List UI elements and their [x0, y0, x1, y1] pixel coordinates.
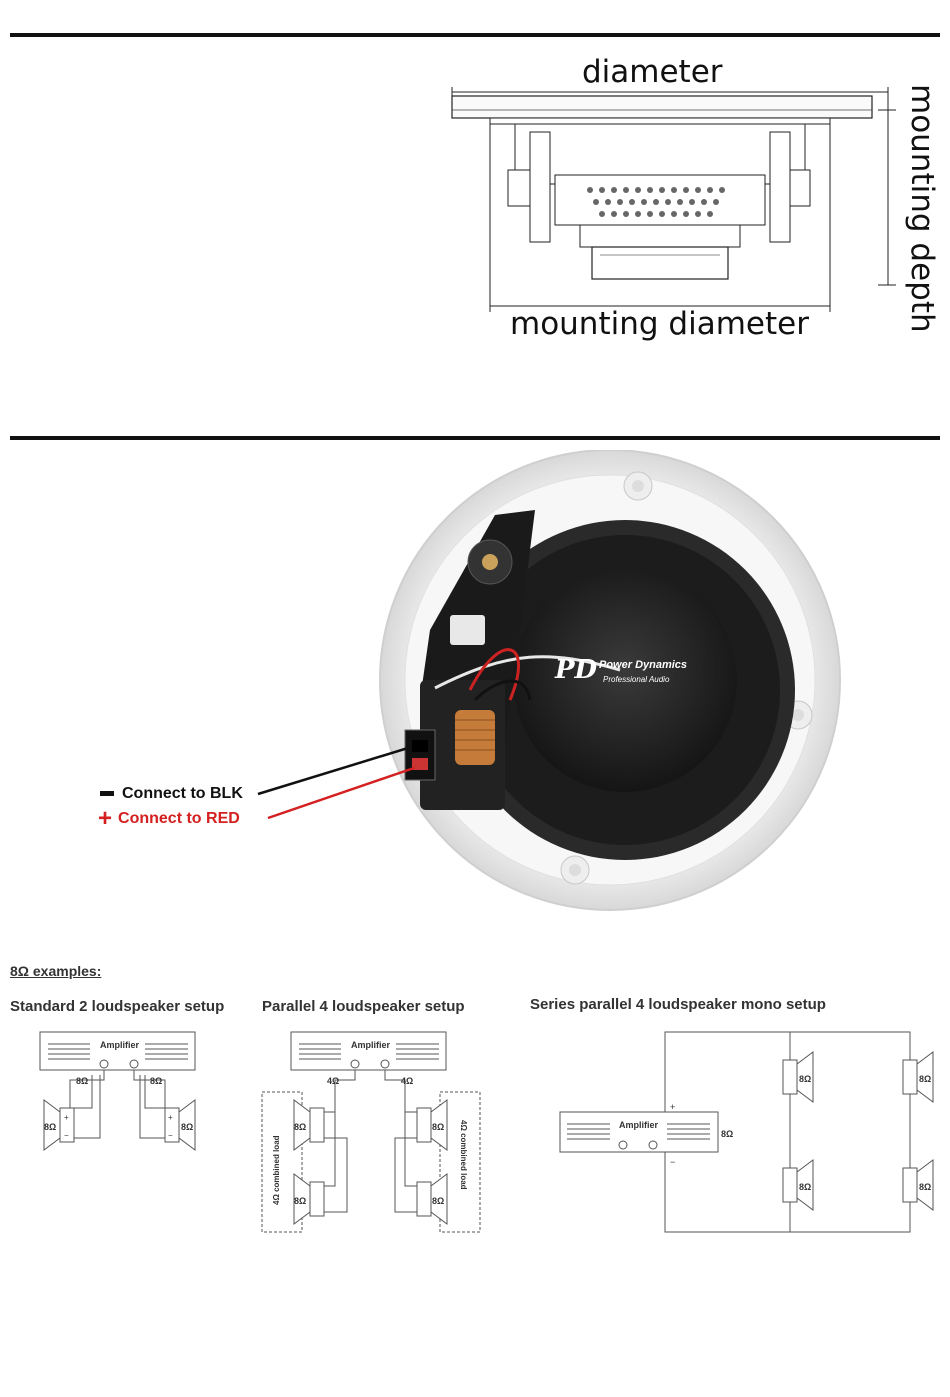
d1-plus-2: +	[168, 1113, 173, 1122]
dimension-drawing	[440, 50, 940, 350]
d3-amp-label: Amplifier	[619, 1120, 659, 1130]
top-rule	[10, 33, 940, 37]
diagram-2-title: Parallel 4 loudspeaker setup	[262, 998, 465, 1015]
plus-icon: +	[98, 804, 113, 832]
speaker-rear-illustration: PD Power Dynamics Professional Audio	[360, 449, 860, 930]
d1-amp-label: Amplifier	[100, 1040, 140, 1050]
mounting-diameter-label: mounting diameter	[510, 306, 809, 342]
positive-label-text: Connect to RED	[118, 810, 240, 827]
diagram-series-parallel-4: Amplifier 8Ω + − 8Ω 8Ω 8Ω 8Ω	[559, 1031, 934, 1233]
d2-amp-label: Amplifier	[351, 1040, 391, 1050]
d1-plus-1: +	[64, 1113, 69, 1122]
brand-logo-mark: PD	[555, 655, 598, 685]
minus-icon	[100, 791, 114, 797]
diameter-label: diameter	[582, 54, 723, 90]
positive-connection-label: + Connect to RED	[98, 806, 240, 830]
d3-speaker-label-2: 8Ω	[799, 1182, 811, 1192]
d2-speaker-label-2: 8Ω	[294, 1196, 306, 1206]
d1-speaker-label-2: 8Ω	[181, 1122, 193, 1132]
d1-wire-label-2: 8Ω	[150, 1076, 162, 1086]
d2-combined-load-right: 4Ω combined load	[459, 1120, 468, 1190]
d2-speaker-label-3: 8Ω	[432, 1122, 444, 1132]
d2-speaker-label-4: 8Ω	[432, 1196, 444, 1206]
speaker-rear-view	[379, 449, 841, 911]
examples-title: 8Ω examples:	[10, 963, 102, 979]
d3-speaker-label-3: 8Ω	[919, 1074, 931, 1084]
d2-wire-label-1: 4Ω	[327, 1076, 339, 1086]
brand-subtitle: Professional Audio	[603, 675, 670, 684]
diagram-parallel-4: Amplifier 4Ω 4Ω 8Ω 8Ω 8Ω 8Ω 4Ω combined …	[261, 1031, 481, 1233]
brand-logo: PD Power Dynamics Professional Audio	[555, 655, 705, 695]
section-rule	[10, 436, 940, 440]
d3-minus: −	[670, 1157, 675, 1167]
d3-speaker-label-4: 8Ω	[919, 1182, 931, 1192]
d1-minus-1: −	[64, 1131, 69, 1140]
d1-wire-label-1: 8Ω	[76, 1076, 88, 1086]
brand-name: Power Dynamics	[599, 659, 688, 671]
negative-connection-label: Connect to BLK	[100, 785, 243, 803]
diagram-1-title: Standard 2 loudspeaker setup	[10, 998, 225, 1015]
speaker-side-view	[451, 87, 896, 312]
d2-wire-label-2: 4Ω	[401, 1076, 413, 1086]
diagram-3-title: Series parallel 4 loudspeaker mono setup	[530, 996, 826, 1013]
d3-speaker-label-1: 8Ω	[799, 1074, 811, 1084]
d2-combined-load-left: 4Ω combined load	[272, 1135, 281, 1205]
d3-amp-load-label: 8Ω	[721, 1129, 733, 1139]
d1-minus-2: −	[168, 1131, 173, 1140]
negative-label-text: Connect to BLK	[122, 785, 243, 802]
d1-speaker-label-1: 8Ω	[44, 1122, 56, 1132]
diagram-standard-2: Amplifier 8Ω 8Ω 8Ω 8Ω + − + −	[39, 1031, 196, 1151]
d3-plus: +	[670, 1102, 675, 1112]
d2-speaker-label-1: 8Ω	[294, 1122, 306, 1132]
